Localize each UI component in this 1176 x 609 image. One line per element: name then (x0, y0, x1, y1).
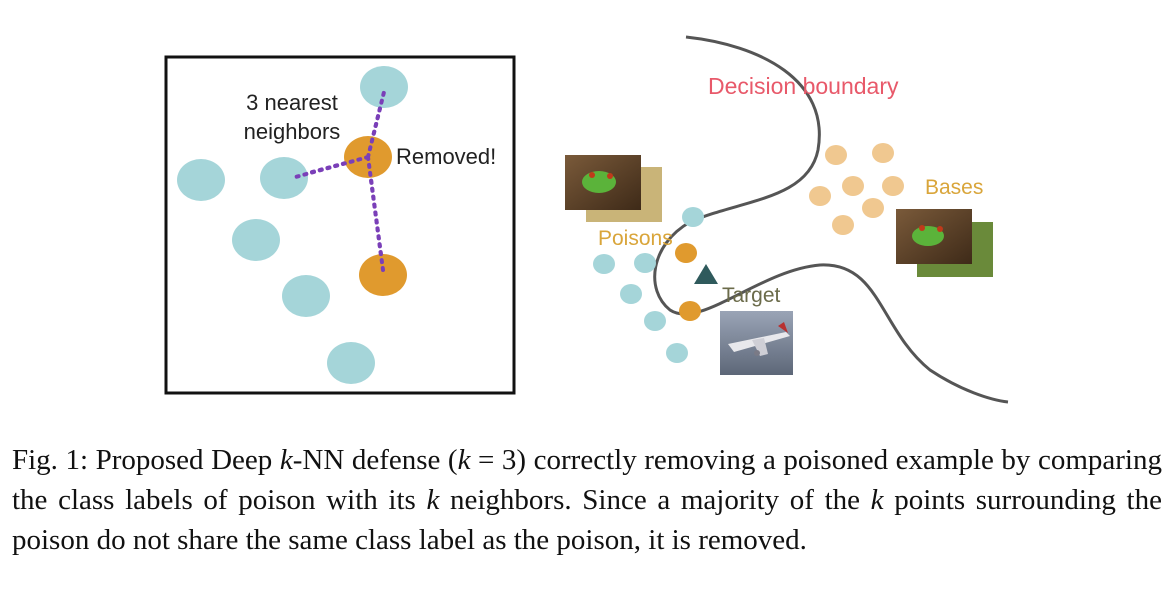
orange-point (359, 254, 407, 296)
base-point (825, 145, 847, 165)
poison-point (679, 301, 701, 321)
base-point (842, 176, 864, 196)
poison-point (675, 243, 697, 263)
target-marker-icon (694, 264, 718, 284)
teal-point (644, 311, 666, 331)
neighbors-label-line2: neighbors (244, 119, 341, 144)
base-points (809, 143, 904, 235)
bases-label: Bases (925, 176, 983, 199)
caption-text: -NN defense ( (292, 444, 458, 476)
teal-point (360, 66, 408, 108)
neighbor-line-overlay-3 (366, 155, 385, 272)
base-point (882, 176, 904, 196)
target-label: Target (722, 284, 781, 307)
teal-point (177, 159, 225, 201)
caption-k-symbol: k (426, 484, 440, 516)
base-point (862, 198, 884, 218)
teal-point (620, 284, 642, 304)
neighbor-lines-overlay (290, 90, 386, 272)
right-panel: Decision boundary Bases (565, 35, 1009, 404)
caption-prefix: Fig. 1: Proposed Deep (12, 444, 280, 476)
caption-k-symbol: k (870, 484, 884, 516)
removed-label: Removed! (396, 144, 496, 169)
airplane-photo-icon (720, 311, 793, 375)
caption-k-symbol: k (279, 444, 293, 476)
frog-photo-icon (896, 209, 993, 277)
poison-points (675, 243, 701, 321)
left-panel: 3 nearest neighbors Removed! (164, 55, 516, 395)
figure-caption: Fig. 1: Proposed Deep k-NN defense (k = … (12, 440, 1162, 560)
panel-frame (164, 55, 516, 395)
frog-photo-icon (565, 155, 662, 222)
neighbors-label-line1: 3 nearest (246, 90, 338, 115)
teal-point (327, 342, 375, 384)
decision-boundary-curve (653, 35, 1009, 404)
teal-point (232, 219, 280, 261)
teal-point (593, 254, 615, 274)
teal-point (682, 207, 704, 227)
base-point (872, 143, 894, 163)
caption-text: neighbors. Since a majority of the (439, 484, 871, 516)
figure-illustration: 3 nearest neighbors Removed! Decision bo… (164, 35, 1009, 404)
caption-text: = 3) correctly removing a poisoned examp… (12, 444, 1162, 516)
neighbor-line-overlay-1 (366, 90, 386, 159)
teal-point (260, 157, 308, 199)
caption-text: points surrounding the poison do not sha… (12, 484, 1162, 556)
base-point (832, 215, 854, 235)
poisons-label: Poisons (598, 227, 673, 250)
teal-point (282, 275, 330, 317)
neighbor-line-overlay-2 (290, 155, 370, 180)
teal-point (634, 253, 656, 273)
class-points (593, 207, 704, 363)
decision-boundary-label: Decision boundary (708, 73, 899, 99)
base-point (809, 186, 831, 206)
caption-k-symbol: k (457, 444, 471, 476)
teal-point (666, 343, 688, 363)
